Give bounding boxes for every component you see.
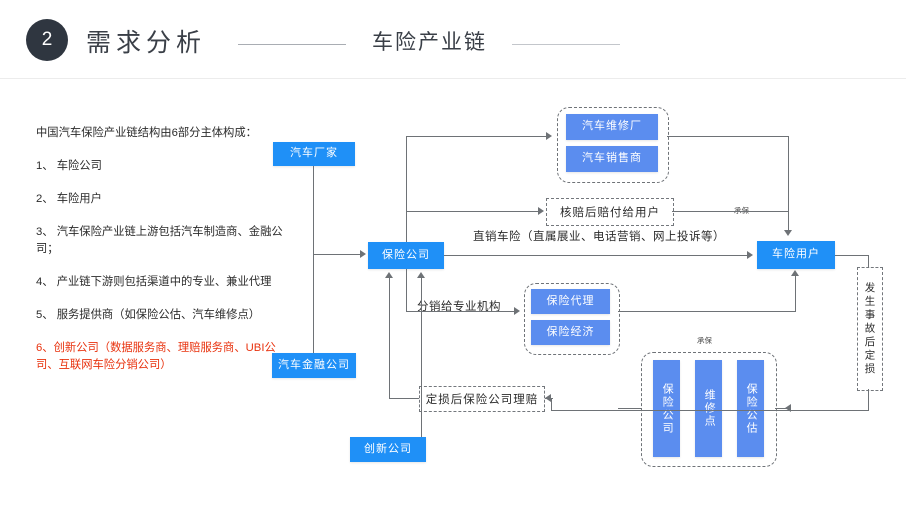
description-item-6: 6、创新公司（数据服务商、理赔服务商、UBI公司、互联网车险分销公司） — [36, 341, 276, 371]
edge-automaker-spine — [313, 166, 315, 353]
group-upstream-auto — [557, 107, 669, 183]
group-professional-channels — [524, 283, 620, 355]
header-divider-right — [512, 44, 620, 45]
node-service-insurer[interactable]: 保险公司 — [653, 360, 680, 457]
dashbox-claim-settlement: 定损后保险公司理赔 — [419, 386, 545, 412]
page-subtitle: 车险产业链 — [372, 31, 487, 54]
dashbox-loss-assessment: 发生事故后定损 — [857, 267, 883, 391]
page-title: 需求分析 — [86, 29, 207, 57]
header-divider-left — [238, 44, 346, 45]
node-policyholder[interactable]: 车险用户 — [757, 241, 835, 269]
label-underwrite-bottom: 承保 — [694, 335, 715, 346]
dashbox-claim-payout: 核赔后赔付给用户 — [546, 198, 674, 226]
label-direct-sales: 直销车险（直属展业、电话营销、网上投诉等） — [470, 228, 728, 244]
group-service-providers — [641, 352, 777, 467]
node-service-repair-point[interactable]: 维修点 — [695, 360, 722, 457]
edge-insurer-to-claim-payout — [406, 211, 540, 213]
edge-insurer-down-distribute — [406, 269, 408, 312]
arrow-up-into-policyholder — [791, 270, 799, 276]
description-list: 中国汽车保险产业链结构由6部分主体构成： 1、 车险公司 2、 车险用户 3、 … — [36, 125, 286, 389]
node-insurance-broker[interactable]: 保险经济 — [531, 320, 610, 345]
edge-user-drop — [788, 136, 790, 234]
description-item-1: 1、 车险公司 — [36, 159, 102, 172]
label-distribute-to-agencies: 分销给专业机构 — [414, 298, 504, 314]
description-item-4: 4、 产业链下游则包括渠道中的专业、兼业代理 — [36, 275, 272, 288]
edge-insurer-up — [406, 136, 408, 242]
arrow-automaker-to-insurer — [360, 250, 366, 258]
node-repair-factory[interactable]: 汽车维修厂 — [566, 114, 658, 140]
node-service-assessor[interactable]: 保险公估 — [737, 360, 764, 457]
edge-agency-to-user-rail — [618, 311, 796, 313]
arrow-distribute-to-group — [514, 307, 520, 315]
node-auto-finance[interactable]: 汽车金融公司 — [272, 353, 356, 378]
node-innovation-company[interactable]: 创新公司 — [350, 437, 426, 462]
arrow-insurer-to-repair-group — [546, 132, 552, 140]
edge-settlement-to-insurer-v — [389, 278, 391, 398]
section-number-badge: 2 — [26, 19, 68, 61]
arrow-settlement-into-insurer — [385, 272, 393, 278]
edge-claim-payout-to-user — [672, 211, 789, 213]
header-bottom-rule — [0, 78, 906, 79]
arrow-direct-sales-to-policyholder — [747, 251, 753, 259]
arrow-innovation-into-insurer — [417, 272, 425, 278]
edge-settlement-to-insurer-h — [389, 398, 419, 400]
edge-into-service-group — [775, 408, 791, 410]
edge-user-to-loss-assessment — [835, 255, 869, 257]
edge-repair-group-to-user-drop — [667, 136, 789, 138]
arrow-insurer-to-claim-payout — [538, 207, 544, 215]
edge-distribute-horizontal — [406, 311, 516, 313]
node-car-dealer[interactable]: 汽车销售商 — [566, 146, 658, 172]
edge-insurer-to-repair-group — [406, 136, 548, 138]
edge-automaker-to-insurer — [313, 254, 363, 256]
edge-loss-to-settlement-rail — [551, 410, 869, 412]
edge-settlement-riser — [551, 398, 553, 411]
label-underwrite-top: 承保 — [731, 205, 752, 216]
edge-service-group-left — [618, 408, 642, 410]
edge-innovation-to-insurer — [421, 278, 423, 437]
edge-direct-sales — [444, 255, 749, 257]
node-insurer[interactable]: 保险公司 — [368, 242, 444, 269]
edge-loss-assessment-bottom — [868, 389, 870, 411]
arrow-down-into-policyholder — [784, 230, 792, 236]
edge-loss-assessment-down — [868, 255, 870, 268]
description-item-3: 3、 汽车保险产业链上游包括汽车制造商、金融公司； — [36, 225, 283, 255]
description-item-2: 2、 车险用户 — [36, 192, 102, 205]
description-item-5: 5、 服务提供商（如保险公估、汽车维修点） — [36, 308, 261, 321]
node-insurance-agent[interactable]: 保险代理 — [531, 289, 610, 314]
node-automaker[interactable]: 汽车厂家 — [273, 142, 355, 166]
edge-agency-up-to-user — [795, 276, 797, 312]
edge-settlement-stub — [545, 398, 553, 400]
description-intro: 中国汽车保险产业链结构由6部分主体构成： — [36, 127, 257, 139]
